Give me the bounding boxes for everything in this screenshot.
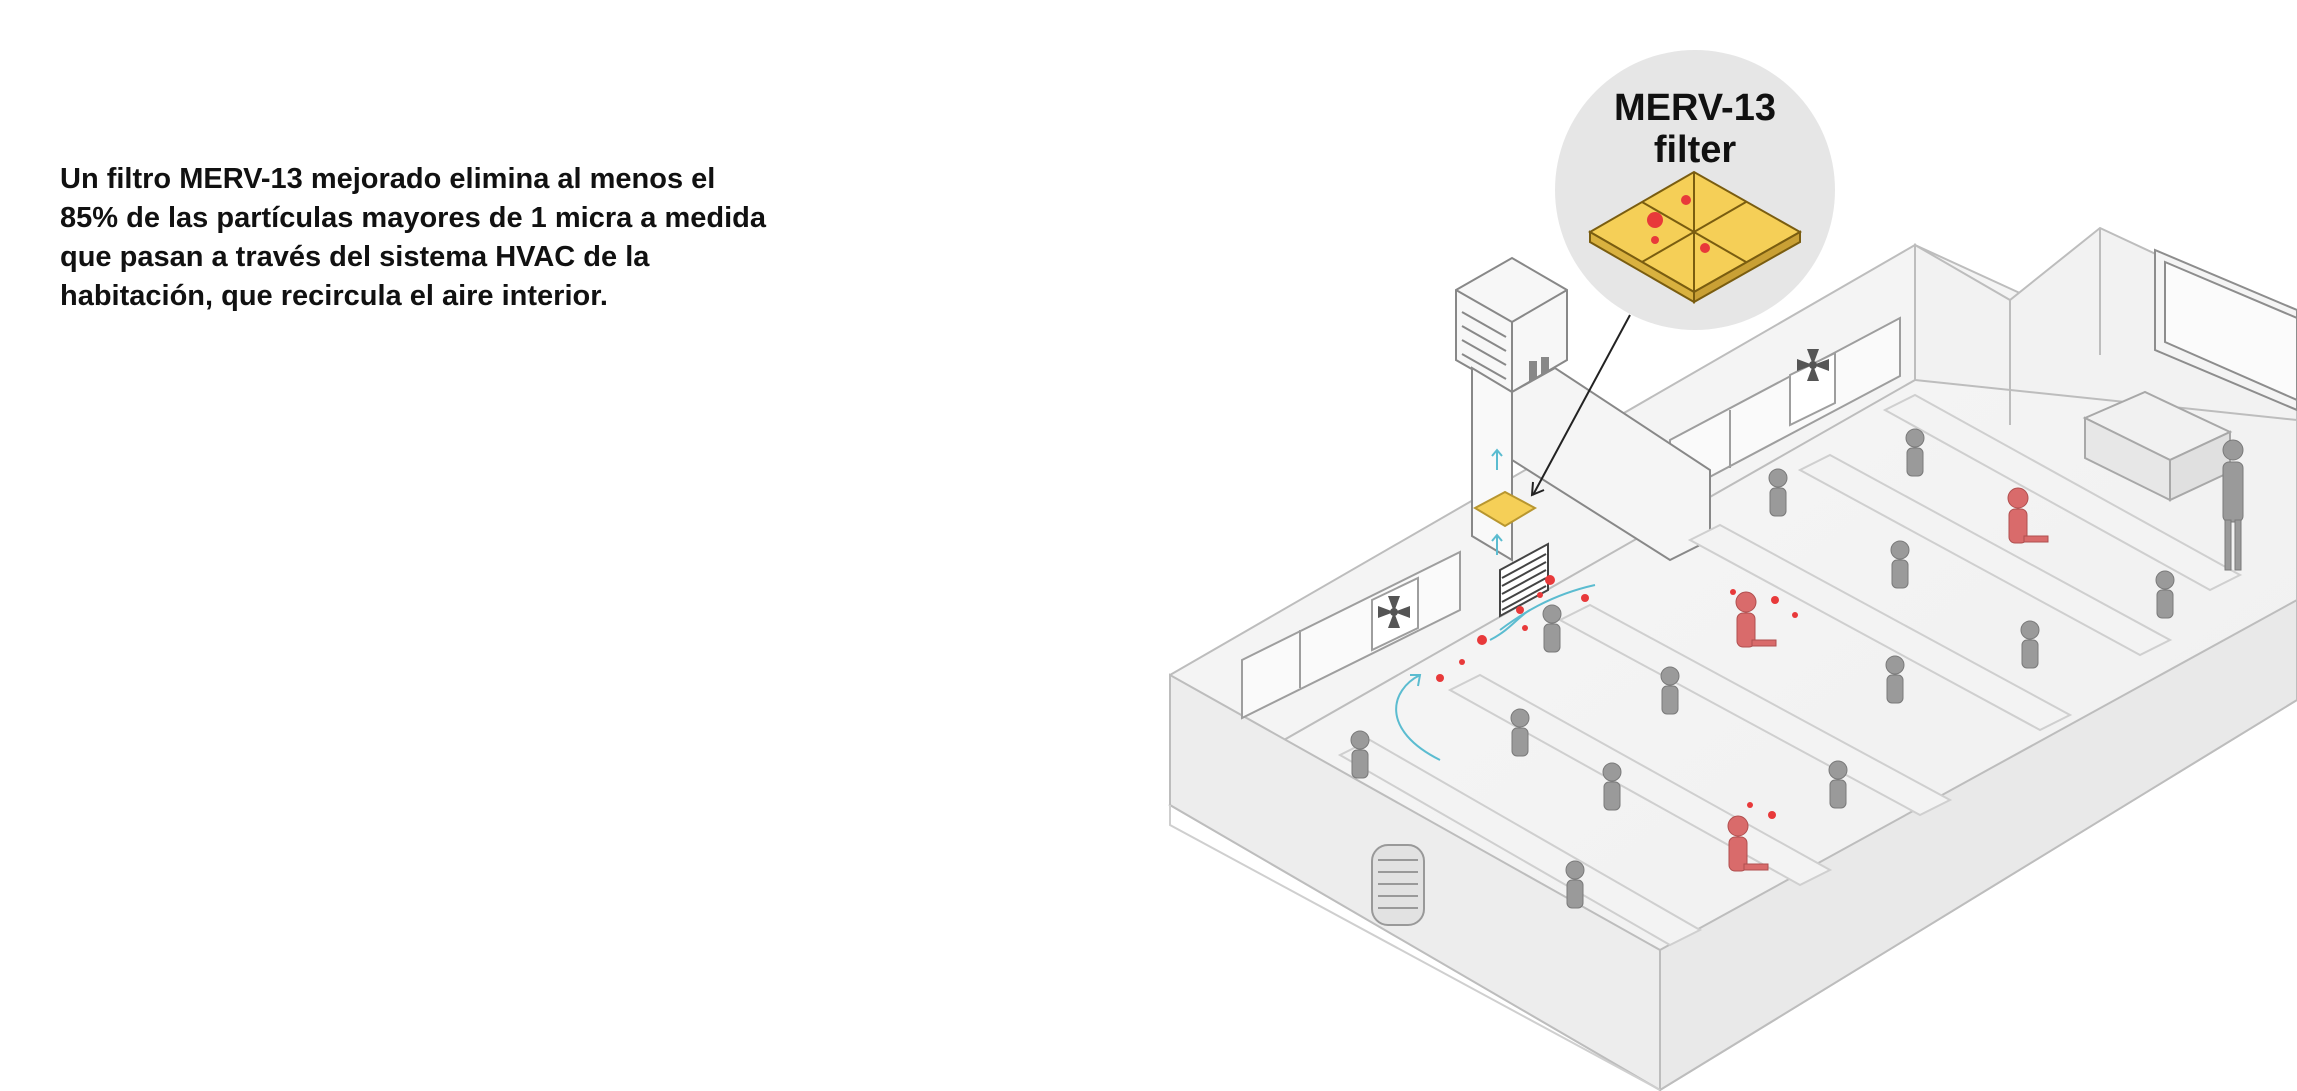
person-icon — [1828, 760, 1848, 809]
person-icon — [1350, 730, 1370, 779]
person-icon — [1905, 428, 1925, 477]
teacher-icon — [2222, 439, 2244, 571]
person-icon — [1565, 860, 1585, 909]
students — [1350, 428, 2244, 909]
person-icon — [2007, 487, 2049, 544]
person-icon — [2155, 570, 2175, 619]
desk-rows — [1337, 393, 2243, 947]
particles — [1436, 475, 2039, 819]
fan-icon — [1378, 596, 1410, 628]
infected-students — [1727, 487, 2049, 872]
fan-icon — [1797, 349, 1829, 381]
person-icon — [1510, 708, 1530, 757]
callout-title-line1: MERV-13 — [1614, 87, 1776, 129]
person-icon — [1542, 604, 1562, 653]
callout-title-line2: filter — [1654, 129, 1737, 171]
airflow-arrows — [1395, 448, 1596, 761]
person-icon — [1885, 655, 1905, 704]
person-icon — [1660, 666, 1680, 715]
teacher-desk — [2082, 390, 2233, 502]
hvac-unit-icon — [1455, 256, 1711, 618]
person-icon — [1735, 591, 1777, 648]
description-text: Un filtro MERV-13 mejorado elimina al me… — [60, 163, 767, 312]
person-icon — [2020, 620, 2040, 669]
filter-icon — [1587, 170, 1803, 304]
window-right — [1669, 316, 1901, 500]
filter-callout: MERV-13 filter — [1530, 50, 1835, 497]
person-icon — [1727, 815, 1769, 872]
person-icon — [1768, 468, 1788, 517]
person-icon — [1602, 762, 1622, 811]
whiteboard — [2154, 248, 2297, 412]
person-icon — [1890, 540, 1910, 589]
air-purifier-icon — [1371, 844, 1425, 926]
